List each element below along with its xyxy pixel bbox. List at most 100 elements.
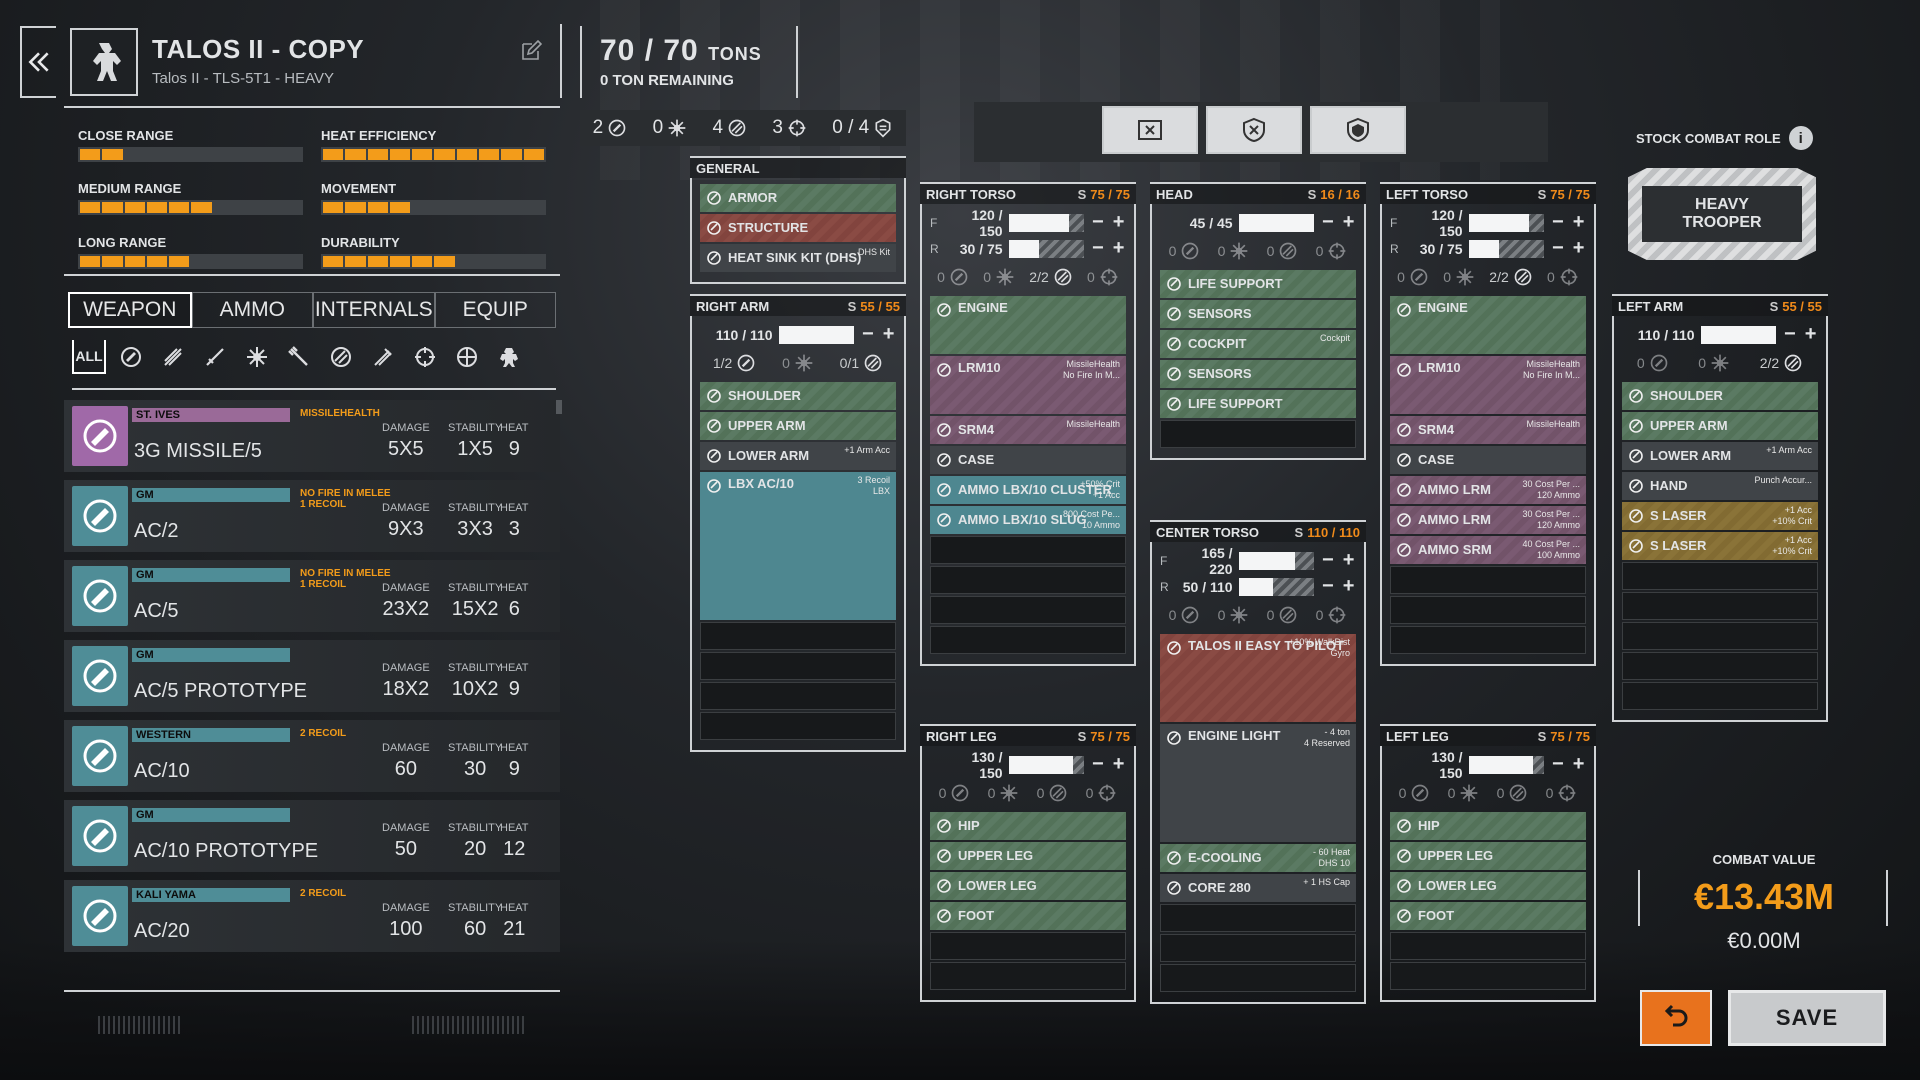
armor-slider[interactable] [1468, 240, 1545, 258]
armor-increase-button[interactable]: + [1572, 211, 1585, 233]
empty-slot[interactable] [1160, 964, 1356, 992]
armor-decrease-button[interactable]: − [1091, 237, 1104, 259]
filter-support[interactable] [282, 340, 316, 374]
armor-increase-button[interactable]: + [1342, 549, 1355, 571]
slot-s-laser[interactable]: S LASER+1 Acc +10% Crit [1622, 532, 1818, 560]
slot-shoulder[interactable]: SHOULDER [1622, 382, 1818, 410]
slot-talos-ii-easy-to-pilot[interactable]: TALOS II EASY TO PILOT+10% WalkDist Gyro [1160, 634, 1356, 722]
armor-decrease-button[interactable]: − [1321, 549, 1334, 571]
armor-slider[interactable] [1700, 326, 1777, 344]
empty-slot[interactable] [1390, 566, 1586, 594]
armor-increase-button[interactable]: + [1112, 211, 1125, 233]
empty-slot[interactable] [930, 536, 1126, 564]
strip-armor-button[interactable] [1206, 106, 1302, 154]
filter-melee[interactable] [198, 340, 232, 374]
slot-foot[interactable]: FOOT [1390, 902, 1586, 930]
slot-lower-arm[interactable]: LOWER ARM+1 Arm Acc [1622, 442, 1818, 470]
empty-slot[interactable] [1160, 934, 1356, 962]
filter-mech[interactable] [492, 340, 526, 374]
armor-decrease-button[interactable]: − [1551, 237, 1564, 259]
slot-lower-leg[interactable]: LOWER LEG [930, 872, 1126, 900]
armor-decrease-button[interactable]: − [1551, 753, 1564, 775]
slot-life-support[interactable]: LIFE SUPPORT [1160, 270, 1356, 298]
slot-ammo-lbx-10-cluster[interactable]: AMMO LBX/10 CLUSTER+50% Crit +1 Acc [930, 476, 1126, 504]
filter-antipersonnel[interactable] [450, 340, 484, 374]
slot-shoulder[interactable]: SHOULDER [700, 382, 896, 410]
armor-increase-button[interactable]: + [1342, 211, 1355, 233]
empty-slot[interactable] [930, 932, 1126, 960]
empty-slot[interactable] [1390, 932, 1586, 960]
armor-increase-button[interactable]: + [882, 323, 895, 345]
armor-increase-button[interactable]: + [1572, 753, 1585, 775]
armor-slider[interactable] [1008, 214, 1085, 232]
slot-upper-leg[interactable]: UPPER LEG [1390, 842, 1586, 870]
tab-weapon[interactable]: WEAPON [68, 292, 192, 328]
empty-slot[interactable] [930, 596, 1126, 624]
max-armor-button[interactable] [1310, 106, 1406, 154]
empty-slot[interactable] [1622, 622, 1818, 650]
tab-ammo[interactable]: AMMO [191, 292, 313, 328]
slot-life-support[interactable]: LIFE SUPPORT [1160, 390, 1356, 418]
armor-decrease-button[interactable]: − [1783, 323, 1796, 345]
armor-slider[interactable] [778, 326, 855, 344]
empty-slot[interactable] [1622, 652, 1818, 680]
filter-all[interactable]: ALL [72, 340, 106, 374]
edit-name-button[interactable] [520, 40, 542, 62]
empty-slot[interactable] [1390, 596, 1586, 624]
armor-slider[interactable] [1008, 756, 1085, 774]
empty-slot[interactable] [700, 712, 896, 740]
armor-slider[interactable] [1008, 240, 1085, 258]
slot-sensors[interactable]: SENSORS [1160, 300, 1356, 328]
back-button[interactable] [20, 26, 56, 98]
empty-slot[interactable] [700, 652, 896, 680]
armor-increase-button[interactable]: + [1112, 753, 1125, 775]
slot-upper-leg[interactable]: UPPER LEG [930, 842, 1126, 870]
empty-slot[interactable] [1390, 962, 1586, 990]
armor-slider[interactable] [1468, 214, 1545, 232]
slot-core-280[interactable]: CORE 280+ 1 HS Cap [1160, 874, 1356, 902]
empty-slot[interactable] [1622, 682, 1818, 710]
slot-e-cooling[interactable]: E-COOLING- 60 Heat DHS 10 [1160, 844, 1356, 872]
slot-foot[interactable]: FOOT [930, 902, 1126, 930]
slot-lower-leg[interactable]: LOWER LEG [1390, 872, 1586, 900]
armor-slider[interactable] [1468, 756, 1545, 774]
empty-slot[interactable] [1160, 904, 1356, 932]
slot-armor[interactable]: ARMOR [700, 184, 896, 212]
filter-lrm[interactable] [324, 340, 358, 374]
slot-hip[interactable]: HIP [930, 812, 1126, 840]
slot-s-laser[interactable]: S LASER+1 Acc +10% Crit [1622, 502, 1818, 530]
slot-heat-sink-kit-dhs-[interactable]: HEAT SINK KIT (DHS)DHS Kit [700, 244, 896, 272]
empty-slot[interactable] [930, 626, 1126, 654]
armor-decrease-button[interactable]: − [1091, 753, 1104, 775]
weapon-list-scrollbar[interactable] [556, 400, 562, 414]
armor-slider[interactable] [1238, 578, 1315, 596]
slot-lower-arm[interactable]: LOWER ARM+1 Arm Acc [700, 442, 896, 470]
filter-missile[interactable] [156, 340, 190, 374]
slot-hip[interactable]: HIP [1390, 812, 1586, 840]
armor-increase-button[interactable]: + [1572, 237, 1585, 259]
empty-slot[interactable] [700, 682, 896, 710]
undo-button[interactable] [1640, 990, 1712, 1046]
slot-engine[interactable]: ENGINE [1390, 296, 1586, 354]
strip-all-button[interactable] [1102, 106, 1198, 154]
empty-slot[interactable] [700, 622, 896, 650]
armor-slider[interactable] [1238, 552, 1315, 570]
save-button[interactable]: SAVE [1728, 990, 1886, 1046]
empty-slot[interactable] [1160, 420, 1356, 448]
